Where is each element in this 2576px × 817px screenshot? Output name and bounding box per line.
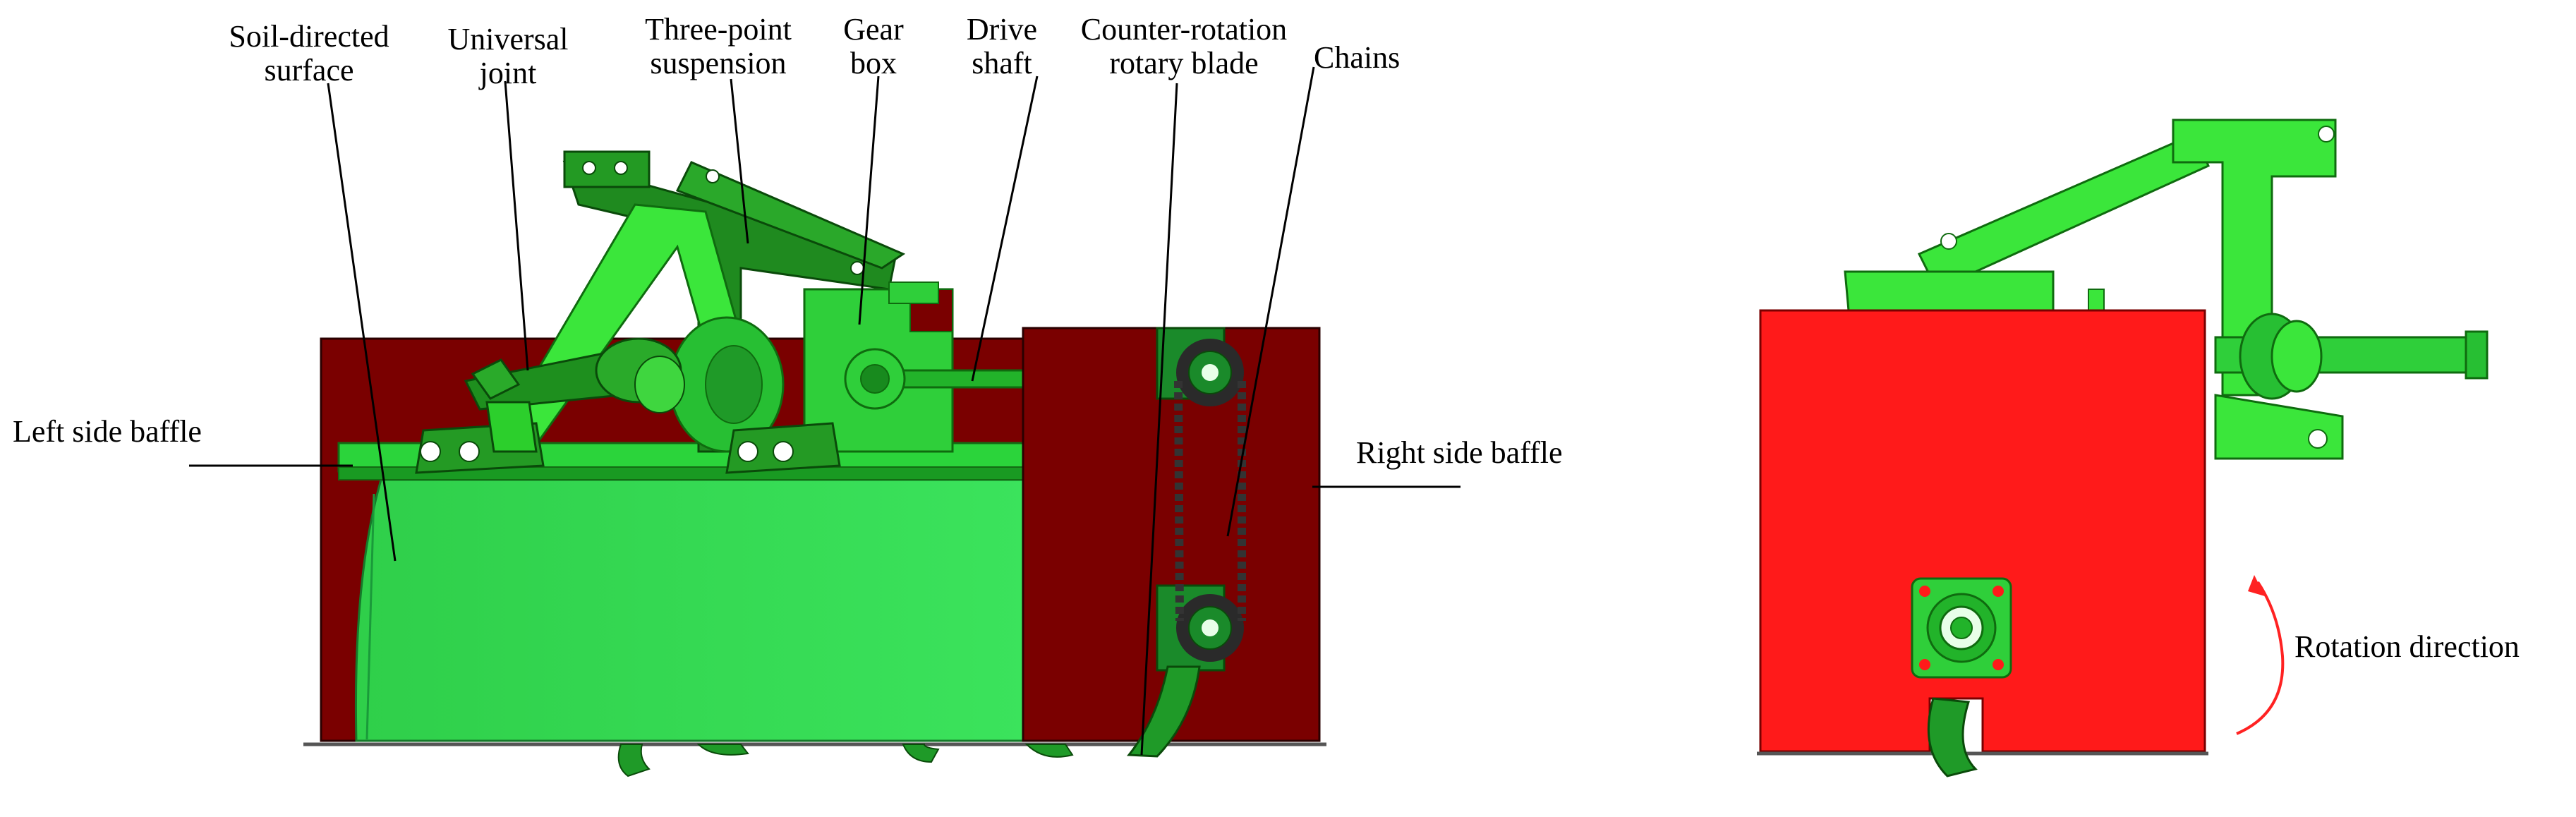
side-cover [1759, 309, 2206, 753]
label-drive-shaft: Drive shaft [967, 13, 1037, 80]
label-soil-directed-surface: Soil-directed surface [229, 20, 389, 87]
counter-rotation-rotary-blade [1126, 665, 1201, 758]
label-soil-directed-surface-line-2: surface [264, 53, 354, 87]
side-view [1757, 119, 2489, 777]
leader-soil-directed-surface [327, 83, 397, 562]
label-universal-joint: Universal joint [447, 23, 568, 90]
label-chains: Chains [1314, 40, 1401, 75]
label-three-point-suspension-line-2: suspension [650, 46, 787, 80]
label-counter-rotation-blade-line-2: rotary blade [1109, 46, 1259, 80]
label-gear-box-line-1: Gear [843, 12, 904, 47]
chain-left [1174, 380, 1184, 622]
label-universal-joint-line-2: joint [479, 56, 537, 90]
upper-link [1917, 133, 2210, 291]
label-left-side-baffle: Left side baffle [13, 414, 202, 449]
leader-drive-shaft [971, 75, 1039, 382]
label-three-point-suspension: Three-point suspension [645, 13, 792, 80]
soil-directed-surface [354, 478, 1028, 742]
label-soil-directed-surface-line-1: Soil-directed [229, 19, 389, 54]
side-view-blade [1927, 697, 1978, 777]
leader-gear-box [858, 75, 880, 325]
label-drive-shaft-line-2: shaft [972, 46, 1032, 80]
label-gear-box-line-2: box [850, 46, 897, 80]
label-drive-shaft-line-1: Drive [966, 12, 1038, 47]
label-universal-joint-line-1: Universal [447, 22, 569, 56]
leader-counter-rotation-blade [1140, 83, 1178, 756]
label-rotation-direction: Rotation direction [2294, 629, 2520, 664]
label-counter-rotation-blade-line-1: Counter-rotation [1080, 12, 1288, 47]
leader-chains [1226, 66, 1315, 537]
label-three-point-suspension-line-1: Three-point [645, 12, 792, 47]
label-gear-box: Gear box [843, 13, 904, 80]
leader-universal-joint [504, 80, 529, 371]
label-counter-rotation-blade: Counter-rotation rotary blade [1081, 13, 1287, 80]
front-view [189, 66, 1461, 777]
rotation-arrow [2236, 581, 2285, 735]
leader-three-point-suspension [730, 78, 749, 244]
label-right-side-baffle: Right side baffle [1356, 435, 1563, 470]
